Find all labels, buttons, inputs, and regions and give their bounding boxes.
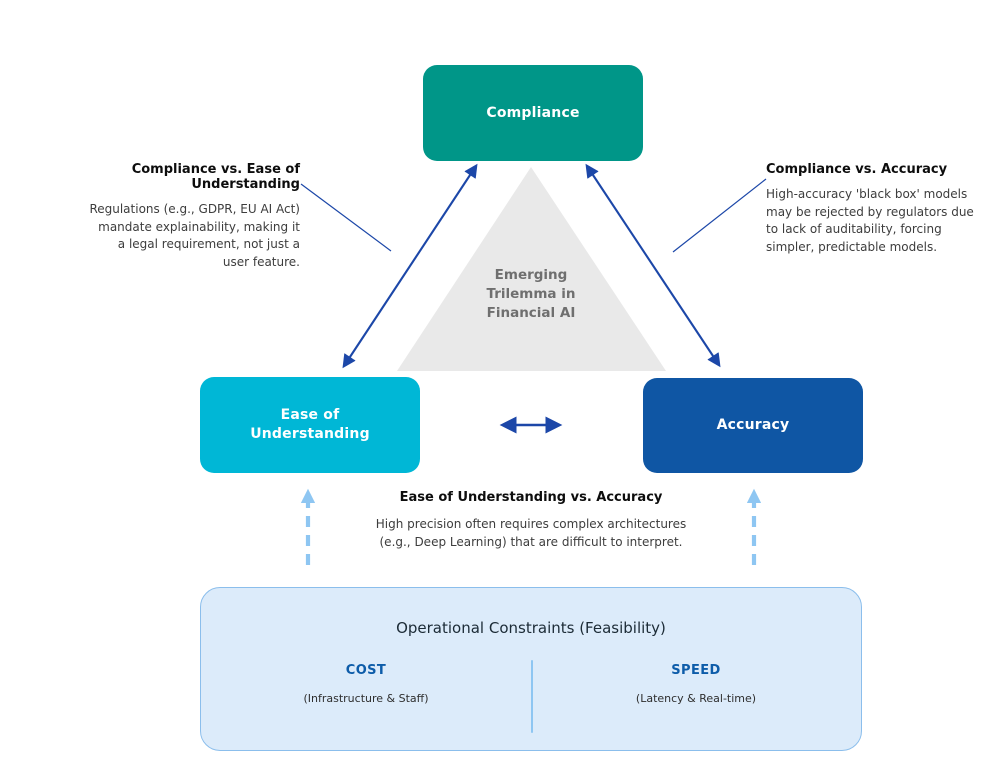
cost-sublabel: (Infrastructure & Staff) [303, 692, 429, 705]
speed-label: SPEED [671, 663, 721, 678]
operational-constraints-title: Operational Constraints (Feasibility) [396, 619, 666, 637]
ease-vs-accuracy-body: High precision often requires complex ar… [375, 517, 687, 549]
compliance-vs-accuracy-body: High-accuracy 'black box' models may be … [766, 187, 974, 254]
constraints-columns: COST (Infrastructure & Staff) SPEED (Lat… [201, 663, 861, 705]
cost-label: COST [345, 663, 387, 678]
compliance-vs-ease-body: Regulations (e.g., GDPR, EU AI Act) mand… [89, 202, 300, 269]
accuracy-node: Accuracy [643, 378, 863, 473]
compliance-ease-arrow [342, 163, 478, 369]
constraints-divider [531, 660, 533, 733]
compliance-node: Compliance [423, 65, 643, 161]
accuracy-node-label: Accuracy [716, 417, 790, 433]
ease-of-understanding-node: Ease of Understanding [200, 377, 420, 473]
diagram-center-label: Emerging Trilemma in Financial AI [486, 267, 576, 321]
ease-vs-accuracy-title: Ease of Understanding vs. Accuracy [399, 490, 663, 505]
compliance-node-label: Compliance [486, 104, 580, 121]
compliance-vs-accuracy-annotation: Compliance vs. Accuracy High-accuracy 'b… [766, 162, 991, 256]
ease-of-understanding-node-label: Ease of Understanding [250, 407, 370, 442]
speed-sublabel: (Latency & Real-time) [635, 692, 757, 705]
compliance-vs-ease-annotation: Compliance vs. Ease of Understanding Reg… [30, 162, 300, 271]
speed-constraint: SPEED (Latency & Real-time) [531, 663, 861, 705]
compliance-vs-ease-title: Compliance vs. Ease of Understanding [131, 162, 300, 192]
cost-constraint: COST (Infrastructure & Staff) [201, 663, 531, 705]
operational-constraints-panel: Operational Constraints (Feasibility) CO… [200, 587, 862, 751]
right-annotation-leader-line [672, 178, 767, 253]
left-annotation-leader-line [300, 183, 392, 252]
ease-vs-accuracy-annotation: Ease of Understanding vs. Accuracy High … [331, 490, 731, 551]
compliance-vs-accuracy-title: Compliance vs. Accuracy [766, 162, 948, 177]
compliance-accuracy-arrow [585, 163, 721, 368]
